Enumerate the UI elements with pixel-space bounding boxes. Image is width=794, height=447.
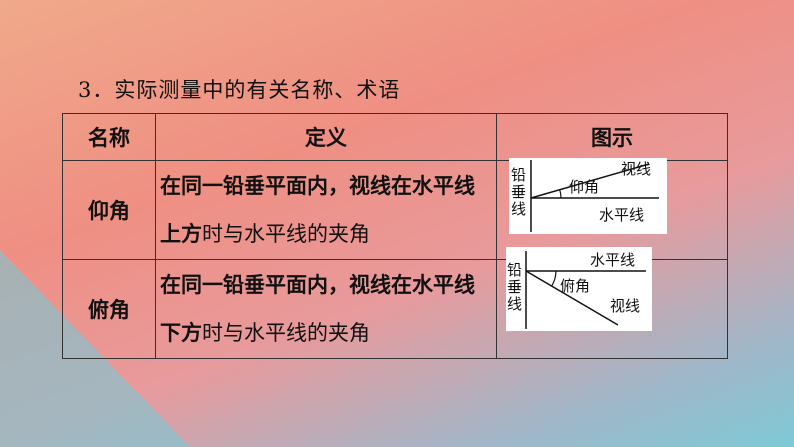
definition-line-1: 在同一铅垂平面内，视线在水平线	[160, 273, 475, 297]
header-figure: 图示	[496, 113, 728, 161]
terms-table: 名称 定义 图示 仰角 在同一铅垂平面内，视线在水平线 上方时与水平线的夹角 铅…	[62, 113, 728, 359]
sight-line	[525, 270, 619, 326]
angle-arc	[551, 270, 557, 286]
angle-label: 仰角	[569, 178, 599, 196]
figure-cell: 铅 垂 线 俯角 水平线 视线	[496, 247, 728, 359]
term-name: 俯角	[62, 259, 156, 359]
elevation-angle-diagram: 铅 垂 线 仰角 视线 水平线	[509, 158, 667, 234]
table-row-depression: 俯角 在同一铅垂平面内，视线在水平线 下方时与水平线的夹角 铅 垂 线 俯角 水…	[62, 247, 728, 359]
definition-keyword: 下方	[160, 321, 202, 345]
plumb-label-3: 线	[507, 295, 522, 313]
section-heading: 3．实际测量中的有关名称、术语	[78, 78, 401, 102]
term-definition: 在同一铅垂平面内，视线在水平线 上方时与水平线的夹角	[155, 160, 497, 260]
horizontal-label: 水平线	[599, 206, 644, 224]
sight-label: 视线	[610, 297, 640, 315]
angle-label: 俯角	[560, 277, 590, 295]
term-definition: 在同一铅垂平面内，视线在水平线 下方时与水平线的夹角	[155, 259, 497, 359]
plumb-label-2: 垂	[511, 183, 526, 201]
plumb-label-2: 垂	[507, 278, 522, 296]
header-definition: 定义	[155, 113, 497, 161]
sight-label: 视线	[621, 160, 651, 178]
horizontal-label: 水平线	[590, 251, 635, 269]
plumb-label-3: 线	[511, 200, 526, 218]
term-name: 仰角	[62, 160, 156, 260]
depression-angle-diagram: 铅 垂 线 俯角 水平线 视线	[506, 247, 652, 331]
sight-line	[530, 163, 650, 199]
definition-rest: 时与水平线的夹角	[202, 222, 370, 246]
header-name: 名称	[62, 113, 156, 161]
definition-line-2: 下方时与水平线的夹角	[160, 309, 496, 357]
definition-rest: 时与水平线的夹角	[202, 321, 370, 345]
plumb-label-1: 铅	[507, 261, 522, 279]
table-header-row: 名称 定义 图示	[62, 113, 728, 161]
figure-cell: 铅 垂 线 仰角 视线 水平线	[496, 158, 728, 260]
definition-keyword: 上方	[160, 222, 202, 246]
table-row-elevation: 仰角 在同一铅垂平面内，视线在水平线 上方时与水平线的夹角 铅 垂 线 仰角 视…	[62, 158, 728, 260]
definition-line-1: 在同一铅垂平面内，视线在水平线	[160, 174, 475, 198]
definition-line-2: 上方时与水平线的夹角	[160, 210, 496, 258]
plumb-label-1: 铅	[511, 166, 526, 184]
angle-arc	[559, 189, 562, 199]
